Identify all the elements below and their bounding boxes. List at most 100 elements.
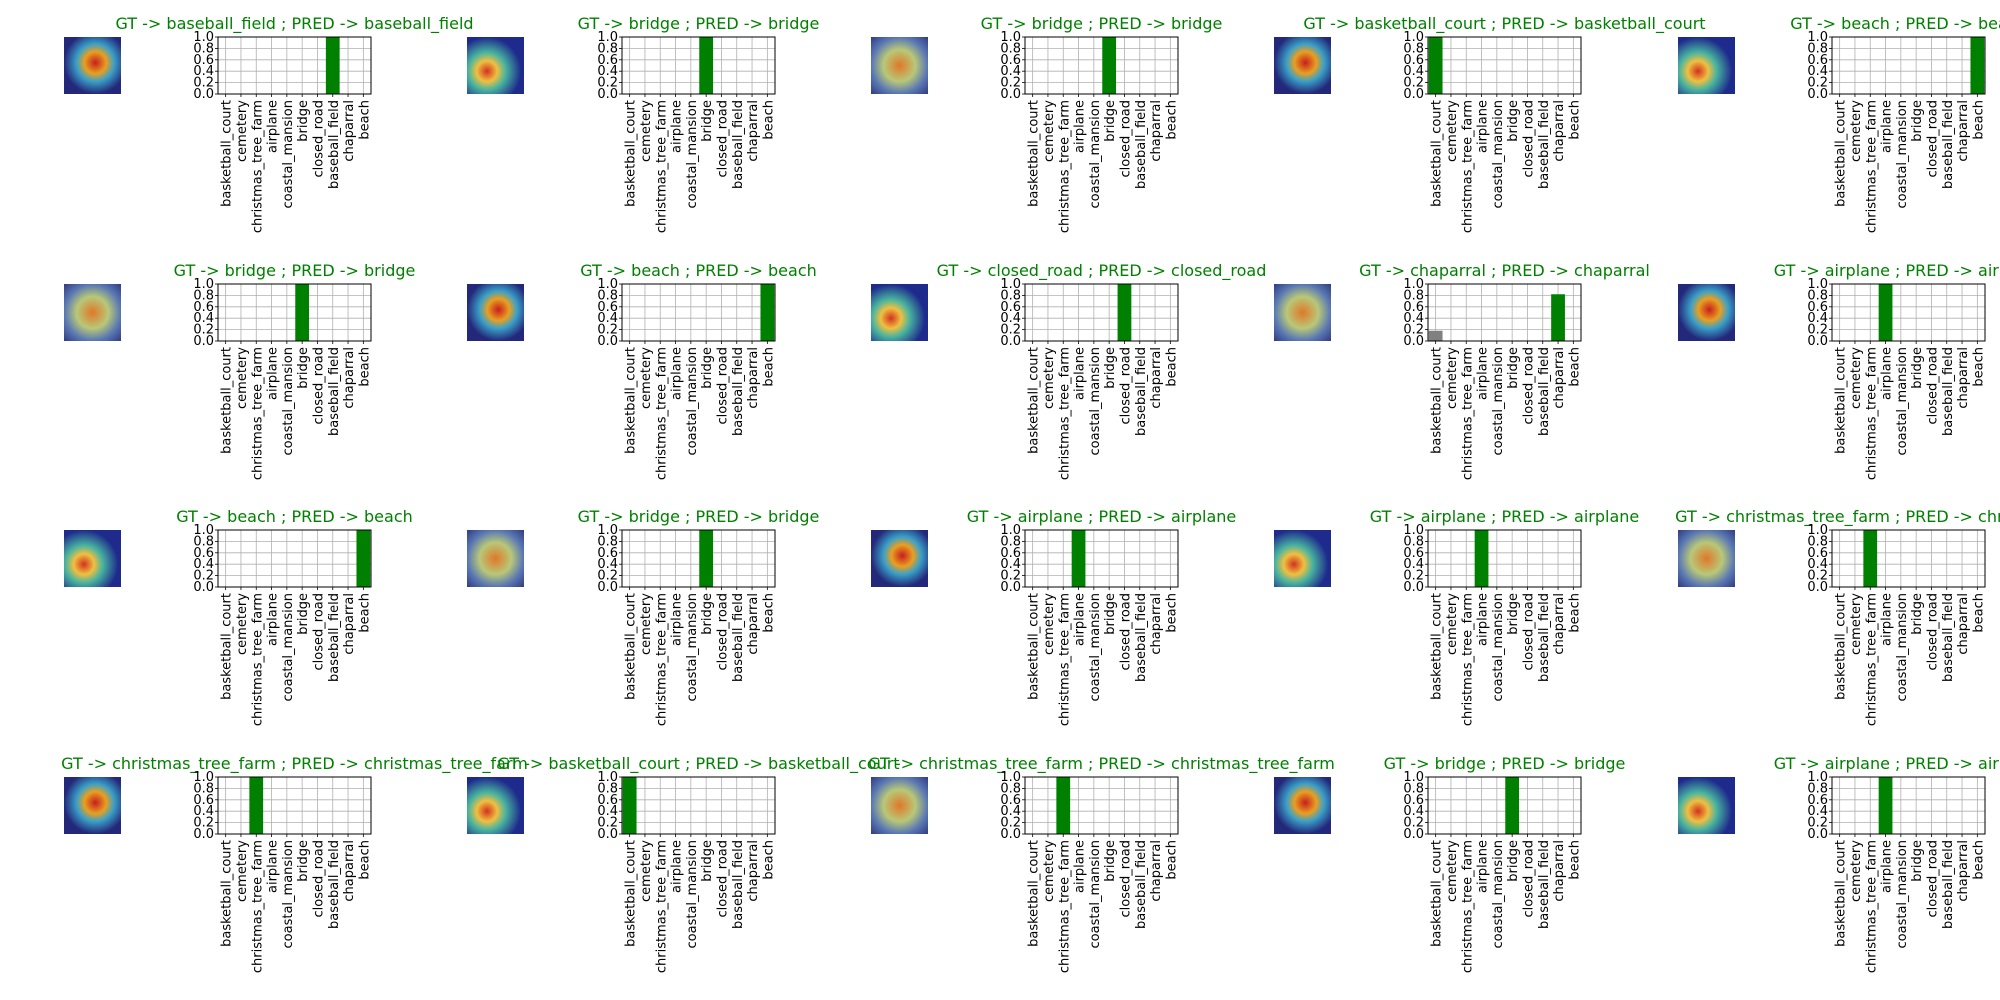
x-tick-label: christmas_tree_farm <box>1057 347 1072 480</box>
x-tick-label: baseball_field <box>1941 840 1956 929</box>
y-tick-label: 1.0 <box>1403 770 1424 785</box>
y-tick-label: 1.0 <box>1807 523 1828 538</box>
subplot: GT -> baseball_field ; PRED -> baseball_… <box>64 14 474 233</box>
y-tick-label: 1.0 <box>597 30 618 45</box>
heatmap-thumbnail <box>1678 284 1735 341</box>
y-tick-label: 0.8 <box>193 781 214 796</box>
y-tick-label: 0.4 <box>193 557 214 572</box>
bar <box>1102 37 1117 94</box>
x-tick-label: chaparral <box>1149 593 1164 655</box>
subplot-title: GT -> bridge ; PRED -> bridge <box>578 14 820 33</box>
y-tick-label: 0.8 <box>193 288 214 303</box>
x-tick-label: basketball_court <box>1027 840 1042 947</box>
x-tick-label: coastal_mansion <box>1491 100 1506 208</box>
subplot: GT -> bridge ; PRED -> bridge0.00.20.40.… <box>871 14 1222 233</box>
x-tick-label: coastal_mansion <box>1895 347 1910 455</box>
x-tick-label: cemetery <box>639 593 654 655</box>
x-tick-label: coastal_mansion <box>281 100 296 208</box>
x-tick-label: coastal_mansion <box>281 593 296 701</box>
x-tick-label: chaparral <box>1149 347 1164 409</box>
x-tick-label: christmas_tree_farm <box>1460 100 1475 233</box>
x-tick-label: basketball_court <box>1430 593 1445 700</box>
x-tick-label: bridge <box>700 100 715 142</box>
x-tick-label: chaparral <box>746 347 761 409</box>
heatmap-thumbnail <box>467 284 524 341</box>
x-tick-label: beach <box>1971 840 1986 880</box>
x-tick-label: bridge <box>700 840 715 882</box>
y-tick-label: 1.0 <box>1403 30 1424 45</box>
x-tick-label: airplane <box>266 593 281 646</box>
subplot-title: GT -> airplane ; PRED -> airplane <box>1774 261 2000 280</box>
x-tick-label: basketball_court <box>624 593 639 700</box>
x-tick-label: beach <box>357 593 372 633</box>
x-tick-label: baseball_field <box>1134 347 1149 436</box>
bar <box>325 37 340 94</box>
y-tick-label: 0.0 <box>1403 334 1424 349</box>
x-tick-label: coastal_mansion <box>1895 840 1910 948</box>
y-tick-label: 0.8 <box>1403 534 1424 549</box>
y-tick-label: 0.6 <box>597 793 618 808</box>
x-tick-label: basketball_court <box>1430 840 1445 947</box>
y-tick-label: 0.8 <box>1807 781 1828 796</box>
subplot-title: GT -> airplane ; PRED -> airplane <box>1774 754 2000 773</box>
x-tick-label: cemetery <box>1042 347 1057 409</box>
x-tick-label: basketball_court <box>1027 100 1042 207</box>
subplot-title: GT -> christmas_tree_farm ; PRED -> chri… <box>61 754 528 774</box>
y-tick-label: 0.4 <box>1807 557 1828 572</box>
subplot: GT -> beach ; PRED -> beach0.00.20.40.60… <box>1678 14 2000 233</box>
bar <box>1428 37 1443 94</box>
x-tick-label: airplane <box>266 100 281 153</box>
x-tick-label: christmas_tree_farm <box>250 100 265 233</box>
x-tick-label: cemetery <box>1445 593 1460 655</box>
x-tick-label: basketball_court <box>1027 347 1042 454</box>
y-tick-label: 0.0 <box>193 334 214 349</box>
x-tick-label: closed_road <box>311 593 326 670</box>
x-tick-label: bridge <box>296 347 311 389</box>
y-tick-label: 0.2 <box>193 569 214 584</box>
heatmap-thumbnail <box>64 777 121 834</box>
y-tick-label: 0.0 <box>1403 827 1424 842</box>
x-tick-label: airplane <box>1880 593 1895 646</box>
x-tick-label: basketball_court <box>624 840 639 947</box>
y-tick-label: 0.8 <box>1807 534 1828 549</box>
x-tick-label: christmas_tree_farm <box>1460 840 1475 973</box>
x-tick-label: chaparral <box>342 100 357 162</box>
y-tick-label: 0.8 <box>1000 288 1021 303</box>
axes-frame <box>1831 529 1986 588</box>
x-tick-label: coastal_mansion <box>685 347 700 455</box>
subplot: GT -> airplane ; PRED -> airplane0.00.20… <box>871 507 1236 726</box>
x-tick-label: bridge <box>1910 840 1925 882</box>
x-tick-label: bridge <box>1103 347 1118 389</box>
y-tick-label: 0.8 <box>1403 41 1424 56</box>
y-tick-label: 0.8 <box>597 781 618 796</box>
x-tick-label: beach <box>1567 100 1582 140</box>
heatmap-thumbnail <box>64 530 121 587</box>
y-tick-label: 0.6 <box>1403 793 1424 808</box>
axes-frame <box>1831 776 1986 835</box>
x-tick-label: coastal_mansion <box>685 100 700 208</box>
x-tick-label: coastal_mansion <box>1491 593 1506 701</box>
bar <box>1117 284 1132 341</box>
x-tick-label: christmas_tree_farm <box>1864 347 1879 480</box>
y-tick-label: 0.4 <box>1403 311 1424 326</box>
axes-frame <box>1427 529 1582 588</box>
x-tick-label: christmas_tree_farm <box>654 840 669 973</box>
x-tick-label: cemetery <box>1849 100 1864 162</box>
y-tick-label: 0.2 <box>1403 816 1424 831</box>
y-tick-label: 0.4 <box>1000 311 1021 326</box>
x-tick-label: closed_road <box>715 593 730 670</box>
y-tick-label: 0.0 <box>1807 334 1828 349</box>
y-tick-label: 0.0 <box>1807 580 1828 595</box>
subplot: GT -> airplane ; PRED -> airplane0.00.20… <box>1678 754 2000 973</box>
x-tick-label: airplane <box>670 593 685 646</box>
heatmap-thumbnail <box>871 777 928 834</box>
heatmap-thumbnail <box>1274 284 1331 341</box>
axes-frame <box>217 283 372 342</box>
x-tick-label: chaparral <box>342 840 357 902</box>
y-tick-label: 0.6 <box>193 546 214 561</box>
y-tick-label: 1.0 <box>1807 770 1828 785</box>
subplot-title: GT -> chaparral ; PRED -> chaparral <box>1359 261 1650 280</box>
y-tick-label: 0.0 <box>193 580 214 595</box>
bar <box>1878 284 1893 341</box>
